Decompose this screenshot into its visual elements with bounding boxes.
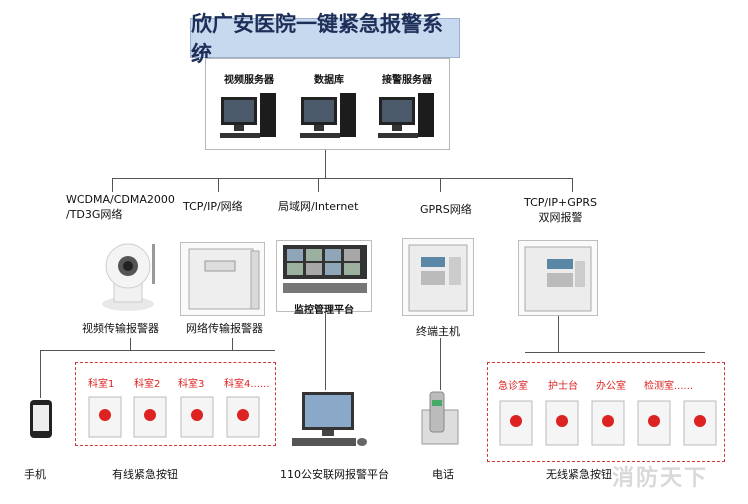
connector-line [40,350,41,398]
alarm-panel-icon [524,246,592,312]
wireless-button-label: 急诊室 [498,381,528,392]
host-panel-icon [408,244,468,312]
connector-line [325,150,326,178]
terminal-host-label: 终端主机 [416,325,460,338]
server-panel: 视频服务器 数据库 接警服务器 [205,58,450,150]
server-label-video: 视频服务器 [224,75,274,86]
wireless-buttons-group: 急诊室 护士台 办公室 检测室...... [487,362,725,462]
network-alarm-label: 网络传输报警器 [186,322,263,335]
wireless-buttons-label: 无线紧急按钮 [546,468,612,481]
dual-network-alarm-device [518,240,598,316]
connector-line [218,178,219,192]
system-title: 欣广安医院一键紧急报警系统 [190,11,460,66]
wired-panic-buttons-icon [88,396,260,438]
wired-buttons-label: 有线紧急按钮 [112,468,178,481]
wired-button-label: 科室4...... [224,379,270,390]
video-alarm-label: 视频传输报警器 [82,322,159,335]
mobile-phone-icon [30,400,52,438]
network-label-3g: WCDMA/CDMA2000/TD3G网络 [66,193,175,221]
wireless-button-label: 检测室...... [644,381,694,392]
computer-icon [292,392,367,446]
network-label-tcpip: TCP/IP/网络 [183,200,243,213]
connector-line [440,338,441,390]
monitor-platform-device: 监控管理平台 [276,240,372,316]
connector-line [440,178,441,192]
network-alarm-device [180,242,265,316]
police-platform-device [288,390,370,452]
wireless-bus-line [525,352,705,353]
telephone-device [416,390,464,446]
monitor-platform-label: 监控管理平台 [294,305,354,316]
wired-buttons-group: 科室1 科室2 科室3 科室4...... [75,362,276,446]
telephone-icon [421,391,459,445]
network-label-gprs: GPRS网络 [420,203,472,216]
connector-line [558,316,559,352]
wireless-panic-buttons-icon [499,400,717,446]
network-label-lan: 局域网/Internet [278,200,359,213]
server-label-database: 数据库 [314,75,344,86]
network-bus-line [112,178,572,179]
watermark-logo: 消防天下 [612,466,709,491]
alarm-box-icon [188,248,260,310]
phone-label: 手机 [24,468,46,481]
connector-line [318,178,319,192]
terminal-host-device [402,238,474,316]
connector-line [130,338,131,350]
wired-bus-line [40,350,275,351]
telephone-label: 电话 [432,468,454,481]
wired-button-label: 科室3 [178,379,205,390]
wired-button-label: 科室2 [134,379,161,390]
wireless-button-label: 办公室 [596,381,626,392]
monitor-wall-icon [283,245,367,293]
camera-icon [102,243,155,311]
connector-line [325,312,326,390]
video-alarm-device [92,234,166,314]
wireless-button-label: 护士台 [548,381,578,392]
server-label-alarm: 接警服务器 [382,75,432,86]
connector-line [112,178,113,192]
mobile-phone-device [22,398,60,440]
police-platform-label: 110公安联网报警平台 [280,468,389,481]
connector-line [232,338,233,350]
server-computers-icon [220,93,434,138]
connector-line [572,178,573,192]
wired-button-label: 科室1 [88,379,115,390]
